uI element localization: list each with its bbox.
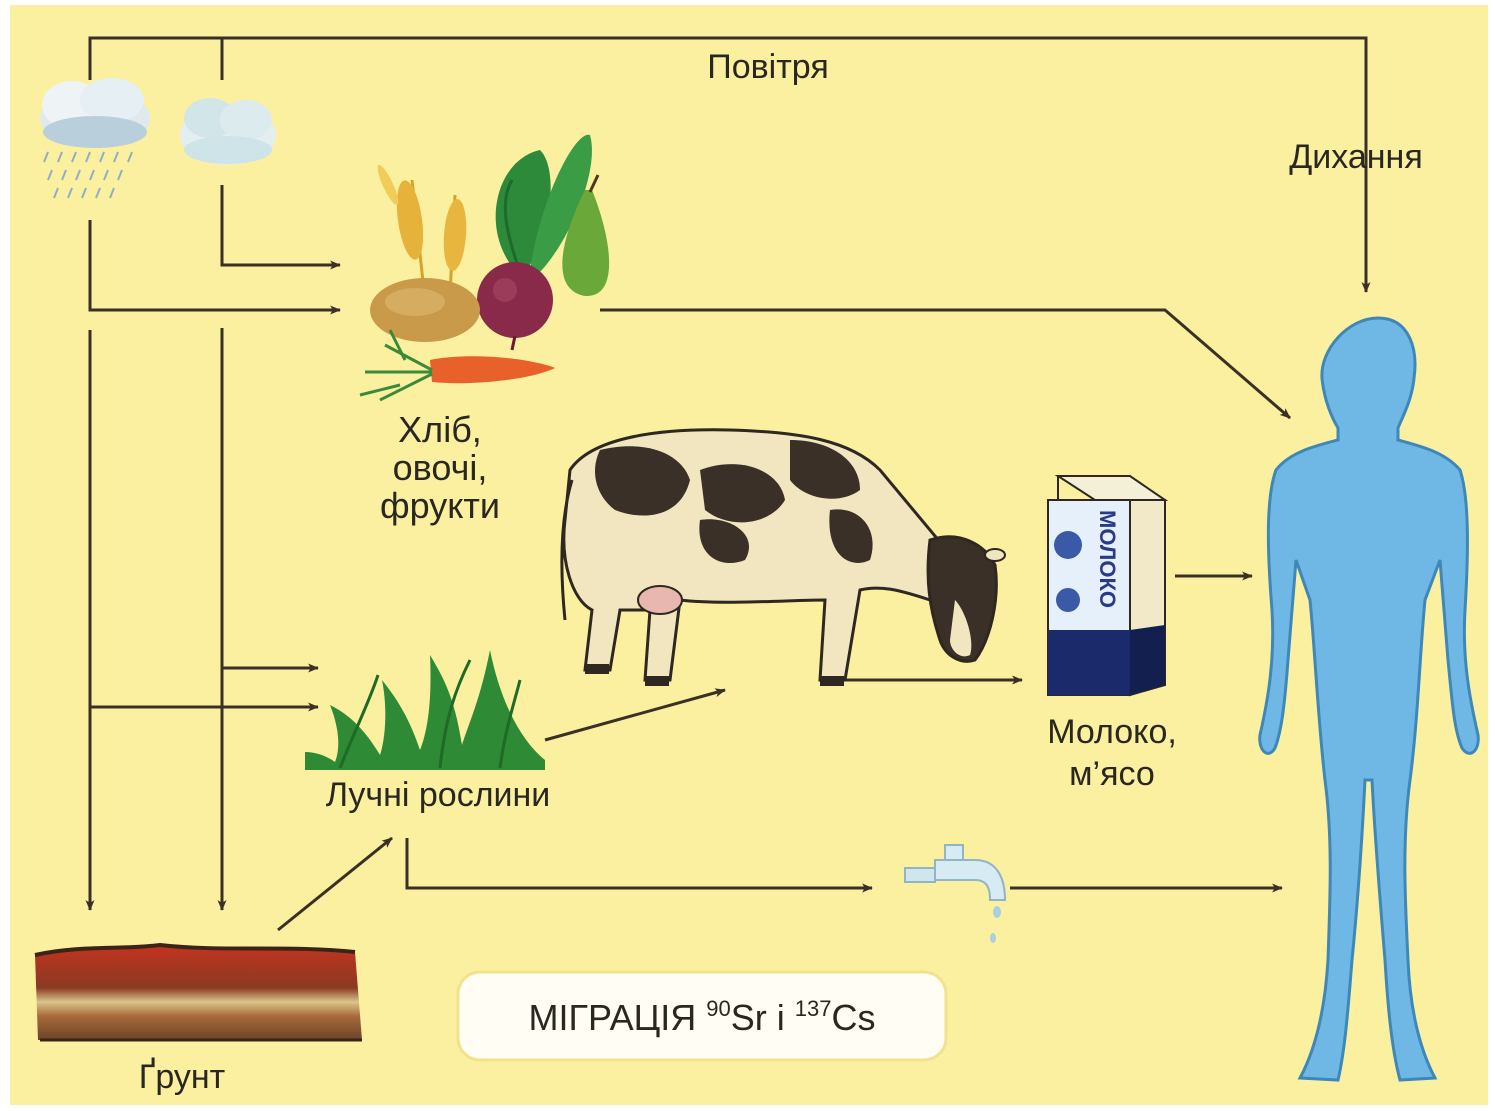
label-crops-line2: овочі, <box>393 447 488 488</box>
title-iso1-symbol: Sr <box>731 997 767 1038</box>
soil-layers-icon <box>35 945 362 1040</box>
title-prefix: МІГРАЦІЯ <box>529 997 707 1038</box>
title-conjunction: і <box>767 997 795 1038</box>
cloud-icon <box>180 98 276 165</box>
milk-carton-icon: МОЛОКО <box>1048 476 1165 695</box>
label-meadow-plants: Лучні рослини <box>326 776 551 814</box>
label-crops-line3: фрукти <box>380 485 500 526</box>
label-air: Повітря <box>707 48 828 86</box>
label-crops-line1: Хліб, <box>398 409 482 450</box>
label-milk-meat-line1: Молоко, <box>1047 713 1177 751</box>
title-iso1-mass: 90 <box>706 996 730 1021</box>
title-iso2-mass: 137 <box>795 996 832 1021</box>
title-box: МІГРАЦІЯ 90Sr і 137Cs <box>458 972 946 1060</box>
label-breathing: Дихання <box>1289 138 1423 176</box>
label-soil: Ґрунт <box>139 1058 226 1096</box>
title-iso2-symbol: Cs <box>831 997 875 1038</box>
milk-carton-text: МОЛОКО <box>1095 510 1120 608</box>
label-milk-meat-line2: м’ясо <box>1069 755 1155 793</box>
